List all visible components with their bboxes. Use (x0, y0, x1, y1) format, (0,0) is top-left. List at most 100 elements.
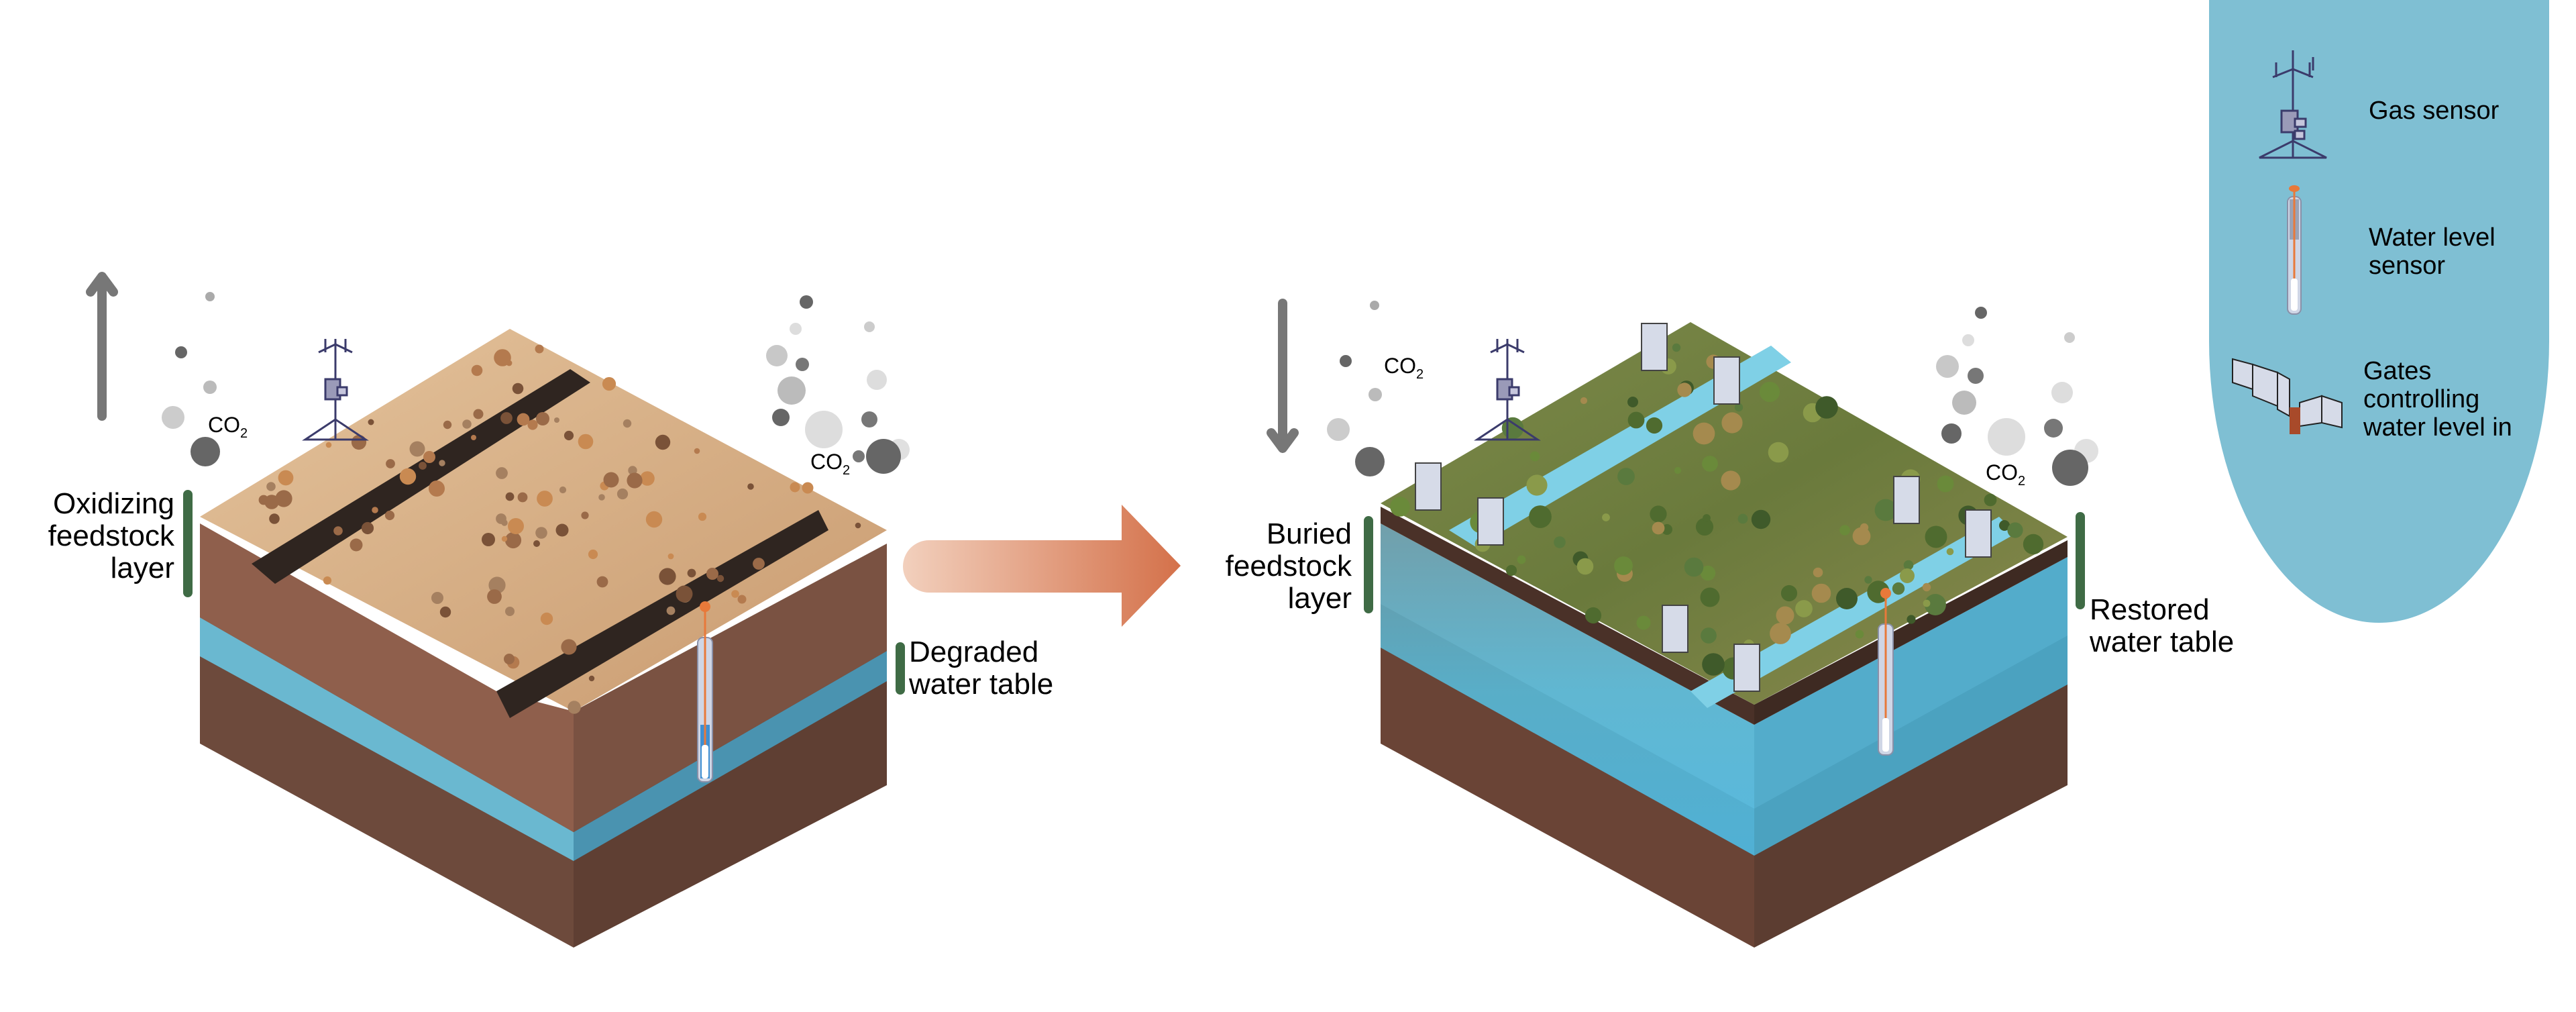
shrub (753, 558, 765, 570)
shrub (1693, 422, 1715, 445)
co2-bubble (1370, 301, 1379, 310)
shrub (535, 527, 547, 539)
shrub (1617, 468, 1635, 485)
shrub (640, 471, 655, 486)
shrub (1602, 513, 1610, 521)
shrub (536, 412, 549, 425)
shrub (504, 654, 515, 664)
label-line: feedstock (48, 519, 174, 552)
shrub (1636, 615, 1651, 630)
shrub (399, 468, 417, 485)
shrub (471, 435, 476, 440)
co2-bubble (1975, 307, 1987, 319)
co2-bubble (175, 346, 187, 358)
co2-label-right-2: CO2 (1986, 460, 2026, 489)
shrub (578, 434, 594, 450)
shrub (258, 495, 269, 505)
shrub (496, 513, 506, 524)
co2-label-left-1: CO2 (208, 413, 248, 441)
co2-emission-arrow-up (86, 272, 118, 421)
shrub (1700, 587, 1720, 607)
shrub (790, 482, 800, 493)
shrub (323, 576, 332, 585)
buried-feedstock-layer-label: Buried feedstock layer (1194, 518, 1352, 615)
shrub (645, 511, 663, 528)
shrub (443, 420, 452, 429)
co2-bubble (861, 411, 877, 427)
left-block-upper-soil-left (200, 523, 574, 832)
shrub (533, 540, 540, 547)
oxidizing-feedstock-layer-label: Oxidizing feedstock layer (13, 488, 174, 585)
gate (1893, 476, 1920, 524)
shrub (1770, 623, 1791, 644)
shrub (1695, 517, 1714, 536)
dry-vegetation (258, 344, 861, 714)
shrub (655, 434, 671, 450)
shrub (333, 526, 343, 536)
shrub (1700, 565, 1716, 581)
shrub (439, 606, 451, 618)
legend-item-gas-sensor: Gas sensor (2236, 44, 2499, 178)
co2-bubble (805, 411, 843, 448)
gate (1713, 356, 1740, 405)
shrub (508, 518, 524, 534)
shrub (368, 419, 374, 425)
shrub (1702, 653, 1725, 676)
shrub (1652, 521, 1665, 535)
shrub (494, 349, 511, 366)
co2-bubble (864, 321, 875, 332)
shrub (564, 430, 574, 441)
shrub (698, 512, 707, 521)
shrub (1925, 594, 1946, 615)
shrub (2023, 534, 2044, 555)
co2-bubble (866, 439, 901, 474)
gate (1965, 509, 1992, 558)
shrub (627, 472, 643, 489)
shrub (482, 533, 495, 546)
shrub (568, 701, 581, 714)
co2-bubble (2064, 332, 2075, 343)
co2-label-left-2: CO2 (810, 450, 851, 478)
co2-bubble (2051, 382, 2073, 403)
gas-sensor-left (302, 339, 369, 441)
shrub (561, 639, 577, 655)
shrub (1925, 525, 1947, 548)
label-line: layer (110, 552, 174, 585)
shrub (500, 412, 513, 424)
shrub (1703, 514, 1711, 522)
shrub (1505, 564, 1517, 576)
shrub (1554, 536, 1566, 548)
co2-bubble (777, 376, 806, 405)
shrub (517, 492, 528, 503)
gate (1415, 462, 1442, 511)
shrub (351, 434, 367, 450)
co2-bubble (205, 292, 215, 301)
shrub (588, 549, 598, 560)
legend-label: Gates controlling water level in (2363, 357, 2512, 442)
shrub (535, 344, 544, 354)
legend-label: Gas sensor (2369, 97, 2500, 125)
shrub (269, 513, 280, 524)
peat-rim (1381, 507, 1754, 725)
legend-panel: Gas sensor Water level sensor Gate (2209, 0, 2549, 623)
shrub (325, 442, 332, 448)
water-control-gates (1415, 323, 1992, 692)
shrub (419, 462, 427, 470)
shrub (278, 470, 294, 486)
degraded-peatland-block (200, 329, 887, 948)
shrub (1751, 509, 1771, 529)
shrub (623, 419, 632, 428)
water-level-sensor-right (1878, 588, 1894, 756)
shrub (361, 521, 374, 535)
shrub (471, 364, 483, 376)
shrub (1585, 607, 1602, 624)
shrub (1864, 576, 1872, 584)
shrub (1923, 599, 1931, 607)
shrub (1937, 475, 1954, 493)
water-channel (1449, 346, 1791, 547)
shrub (1580, 397, 1588, 405)
shrub (372, 507, 378, 513)
shrub (409, 441, 425, 457)
legend-label-line: Water level (2369, 223, 2496, 252)
